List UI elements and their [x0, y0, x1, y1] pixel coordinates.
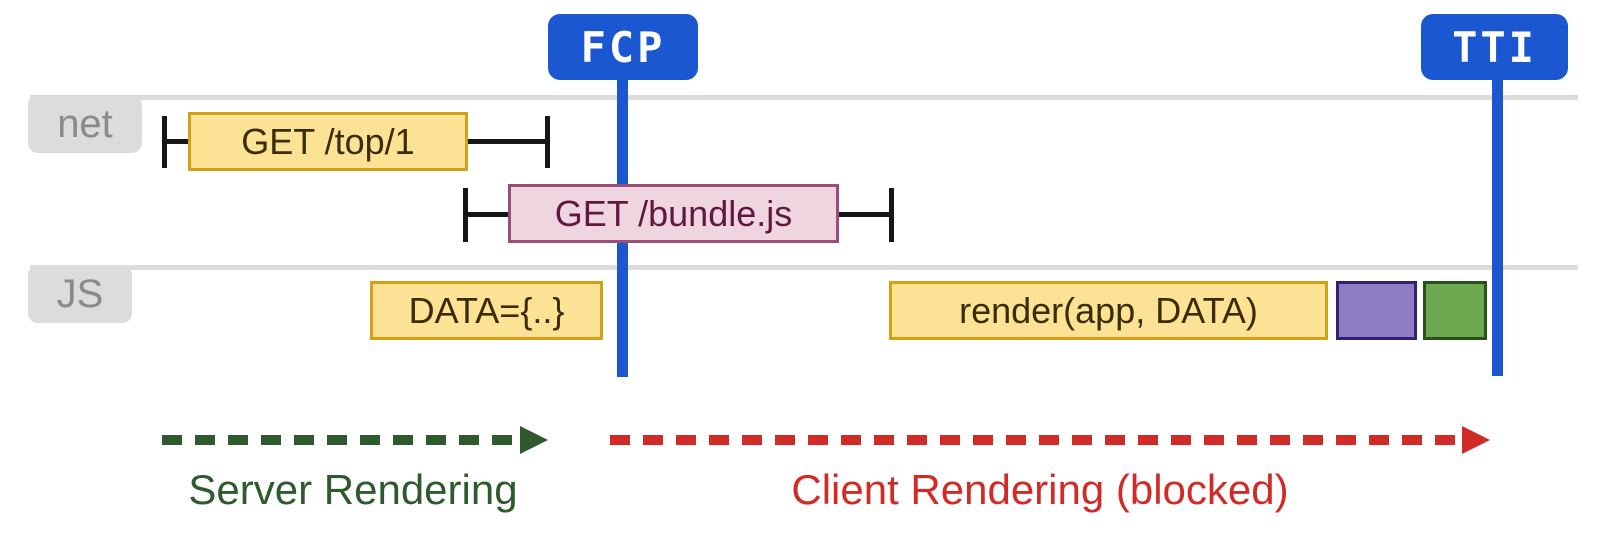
js-task-purple	[1336, 281, 1417, 340]
request-bar-bundlejs: GET /bundle.js	[508, 184, 839, 243]
tti-badge: TTI	[1421, 14, 1568, 80]
net-lane-label: net	[28, 95, 142, 153]
client-rendering-arrowhead-icon	[1462, 426, 1490, 454]
js-task-green	[1423, 281, 1487, 340]
js-task-render: render(app, DATA)	[889, 281, 1328, 340]
server-rendering-label: Server Rendering	[188, 466, 518, 513]
request-bar-top1: GET /top/1	[188, 112, 468, 171]
client-rendering-label: Client Rendering (blocked)	[791, 466, 1289, 513]
js-lane-line	[30, 265, 1578, 270]
client-rendering-arrow	[610, 435, 1462, 445]
fcp-badge: FCP	[548, 14, 698, 80]
request-bundle-end-tick	[889, 188, 894, 242]
request-top1-start-connector	[162, 139, 192, 144]
server-rendering-arrow	[162, 435, 520, 445]
request-bundle-end-connector	[839, 212, 892, 217]
net-lane-line	[30, 95, 1578, 100]
request-top1-end-tick	[545, 116, 550, 168]
request-bundle-start-connector	[463, 212, 508, 217]
js-lane-label: JS	[28, 265, 132, 323]
tti-marker-line	[1492, 74, 1503, 376]
server-rendering-arrowhead-icon	[520, 426, 548, 454]
js-task-data: DATA={..}	[370, 281, 603, 340]
request-top1-end-connector	[468, 139, 548, 144]
